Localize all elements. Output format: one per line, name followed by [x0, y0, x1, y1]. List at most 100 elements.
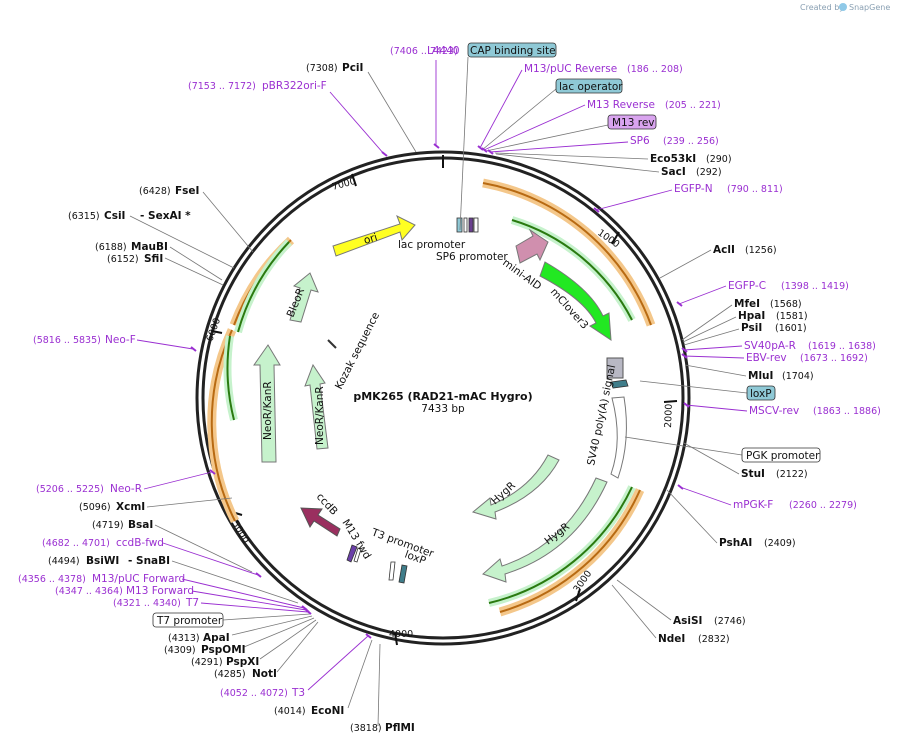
hpai-label: HpaI: [738, 310, 765, 322]
tick-label: 2000: [663, 404, 675, 429]
pflmi-position: (3818): [350, 723, 382, 734]
pbr322ori-f-label: pBR322ori-F: [262, 80, 327, 92]
mscv-rev-leader: [685, 404, 748, 412]
eco53ki-leader: [494, 152, 649, 160]
asisi-position: (2746): [714, 616, 746, 627]
feature-small-boxes-top[interactable]: [456, 217, 479, 233]
neo-f-leader: [136, 339, 194, 350]
plasmid-length: 7433 bp: [421, 403, 465, 415]
feature-neor-inner[interactable]: NeoR/KanR: [304, 363, 329, 450]
noti-leader: [276, 621, 319, 673]
feature-m13-fwd-marker[interactable]: M13 fwd: [339, 517, 373, 563]
m13-reverse-position: (205 .. 221): [665, 100, 721, 111]
csii-label: CsiI: [104, 210, 125, 222]
xcmi-leader: [146, 497, 233, 508]
m13-puc-forward-label: M13/pUC Forward: [92, 573, 185, 585]
snapgene-logo-icon: [839, 3, 847, 11]
ebv-rev-primer-tick: [681, 353, 688, 359]
bsiwi-leader: [171, 560, 299, 604]
m13-rev-box: [607, 114, 657, 130]
saci-position: (292): [696, 167, 722, 178]
m13-puc-forward-leader: [181, 578, 305, 609]
pcii-leader: [367, 71, 417, 153]
neo-f-position: (5816 .. 5835): [33, 335, 101, 346]
stui-leader: [683, 442, 740, 475]
stui-label: StuI: [741, 468, 765, 480]
egfp-n-label: EGFP-N: [674, 183, 713, 195]
m13-puc-forward-position: (4356 .. 4378): [18, 574, 86, 585]
mauBI-position: (6188): [95, 242, 127, 253]
feature-bleor[interactable]: BleoR: [285, 272, 319, 323]
egfp-n-primer-tick: [593, 207, 600, 213]
feature-sv40-block[interactable]: SV40 poly(A) signal: [585, 357, 629, 479]
bsai-leader: [154, 524, 253, 573]
psii-position: (1601): [775, 323, 807, 334]
pspomi-label: PspOMI: [201, 644, 246, 656]
sfii-leader: [164, 257, 224, 286]
ndei-position: (2832): [698, 634, 730, 645]
loxp-box: [746, 385, 776, 401]
ndei-label: NdeI: [658, 633, 685, 645]
kozak-label: Kozak sequence: [333, 310, 382, 391]
fsei-label: FseI: [175, 185, 199, 197]
noti-position: (4285): [214, 669, 246, 680]
neo-f-label: Neo-F: [105, 334, 136, 346]
pgk-promoter-leader: [624, 436, 743, 456]
tick-mark: [663, 400, 678, 403]
feature-neor-outer[interactable]: NeoR/KanR: [253, 344, 281, 463]
mscv-rev-primer-tick: [683, 402, 690, 408]
neo-r-position: (5206 .. 5225): [36, 484, 104, 495]
apai-leader: [231, 615, 313, 636]
m13-rev-leader: [485, 124, 609, 152]
feature-ori[interactable]: ori: [332, 214, 416, 257]
mscv-rev-label: MSCV-rev: [749, 405, 799, 417]
feature-t3-lox-markers[interactable]: T3 promoter loxP: [369, 526, 436, 584]
mpgk-f-primer-tick: [677, 484, 684, 490]
leader-lines: [129, 56, 748, 727]
pshai-leader: [666, 489, 718, 544]
mfei-leader: [681, 304, 733, 341]
feature-arc: [499, 489, 641, 613]
t7-position: (4321 .. 4340): [113, 598, 181, 609]
pshai-label: PshAI: [719, 537, 752, 549]
sfii-position: (6152): [107, 254, 139, 265]
ccdb-fwd-primer-tick: [255, 572, 262, 578]
feature-hygr-1[interactable]: HygR: [471, 454, 560, 520]
sp6-position: (239 .. 256): [663, 136, 719, 147]
pbr322ori-f-position: (7153 .. 7172): [188, 81, 256, 92]
tick-mark: [211, 330, 223, 334]
t7-promoter-leader: [222, 613, 311, 621]
l4440-label: L4440: [427, 45, 460, 57]
egfp-n-leader: [595, 189, 673, 211]
m13-forward-position: (4347 .. 4364): [55, 586, 123, 597]
hpai-leader: [682, 316, 737, 343]
feature-arc-green: [488, 486, 633, 604]
pgk-promoter-label: PGK promoter: [746, 450, 820, 462]
t7-label: T7: [185, 597, 199, 609]
sv40-polya-label: SV40 poly(A) signal: [585, 364, 618, 467]
feature-ccdb[interactable]: ccdB: [300, 491, 341, 537]
acli-label: AclI: [713, 244, 735, 256]
neor-outer-label: NeoR/KanR: [262, 381, 274, 440]
pspxi-label: PspXI: [226, 656, 259, 668]
t7-promoter-label: T7 promoter: [156, 615, 223, 627]
apai-label: ApaI: [203, 632, 230, 644]
mpgk-f-label: mPGK-F: [733, 499, 773, 511]
bsai-position: (4719): [92, 520, 124, 531]
pbr322ori-f-primer-tick: [381, 151, 388, 157]
feature-mini-aid[interactable]: mini-AID: [500, 228, 549, 293]
saci-label: SacI: [661, 166, 686, 178]
xcmi-position: (5096): [79, 502, 111, 513]
m13-forward-leader: [191, 590, 307, 611]
neo-r-leader: [143, 471, 213, 490]
plasmid-title: pMK265 (RAD21-mAC Hygro): [353, 390, 532, 403]
primer-leader-lines: [136, 60, 748, 691]
pcii-label: PciI: [342, 62, 363, 74]
mauBI-leader: [169, 246, 223, 281]
snabi-label: - SnaBI: [128, 555, 170, 567]
pbr322ori-f-leader: [329, 91, 385, 155]
pgk-promoter-box: [741, 447, 821, 463]
pflmi-leader: [377, 643, 381, 727]
credit-brand: SnapGene: [849, 3, 890, 12]
egfp-c-primer-tick: [676, 301, 683, 307]
